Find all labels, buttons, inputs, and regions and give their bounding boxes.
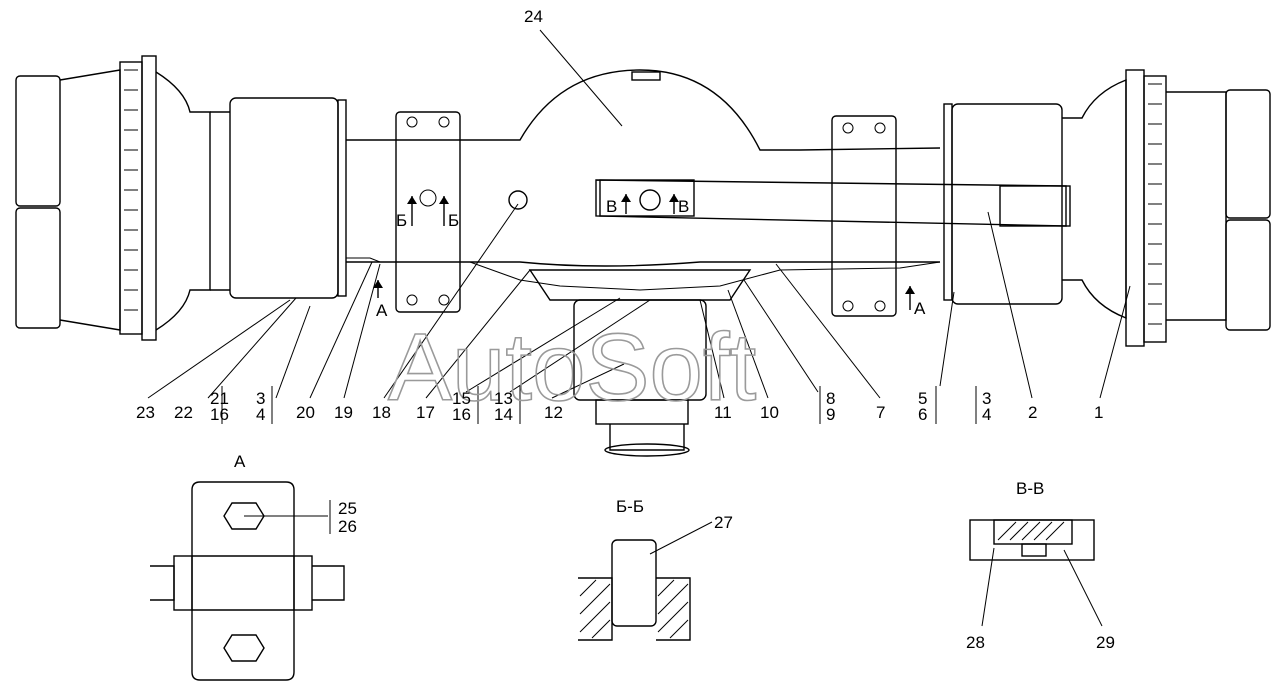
callout-14: 14 — [494, 405, 513, 424]
section-mark-v-left: В — [606, 197, 617, 216]
callout-16-right: 16 — [452, 405, 471, 424]
callout-13: 13 — [494, 389, 513, 408]
callout-3-left: 3 — [256, 389, 265, 408]
watermark: AutoSoft — [388, 314, 756, 421]
callout-5: 5 — [918, 389, 927, 408]
section-markers: Б Б А А В В — [373, 194, 926, 320]
callout-7: 7 — [876, 403, 885, 422]
view-a-detail: А 25 26 — [150, 452, 357, 681]
axle-housing — [346, 69, 1071, 457]
callout-11: 11 — [714, 403, 732, 422]
callout-25: 25 — [338, 499, 357, 518]
section-mark-b-left: Б — [396, 211, 407, 230]
callout-21: 21 — [210, 389, 229, 408]
section-bb-title: Б-Б — [616, 497, 644, 516]
leader-lines — [147, 29, 1131, 424]
callout-28: 28 — [966, 633, 985, 652]
callout-19: 19 — [334, 403, 353, 422]
callout-10: 10 — [760, 403, 779, 422]
section-mark-v-right: В — [678, 197, 689, 216]
callout-22: 22 — [174, 403, 193, 422]
callout-27: 27 — [714, 513, 733, 532]
callout-6: 6 — [918, 405, 927, 424]
callout-1: 1 — [1094, 403, 1103, 422]
right-wheel-hub — [943, 69, 1271, 347]
section-vv-detail: В-В 28 29 — [966, 479, 1115, 652]
callout-3-right: 3 — [982, 389, 991, 408]
callout-26: 26 — [338, 517, 357, 536]
callout-20: 20 — [296, 403, 315, 422]
callout-29: 29 — [1096, 633, 1115, 652]
callout-16-left: 16 — [210, 405, 229, 424]
callout-24: 24 — [524, 7, 543, 26]
callout-2: 2 — [1028, 403, 1037, 422]
section-mark-a-left: А — [376, 301, 388, 320]
callout-9: 9 — [826, 405, 835, 424]
left-wheel-hub — [15, 55, 347, 341]
callout-8: 8 — [826, 389, 835, 408]
section-bb-detail: Б-Б 27 — [578, 497, 733, 641]
section-vv-title: В-В — [1016, 479, 1044, 498]
callout-17: 17 — [416, 403, 435, 422]
section-mark-b-right: Б — [448, 211, 459, 230]
section-mark-a-right: А — [914, 299, 926, 318]
callout-18: 18 — [372, 403, 391, 422]
callout-labels: 24 23 22 21 16 3 4 20 19 18 17 15 16 13 … — [136, 7, 1103, 424]
callout-23: 23 — [136, 403, 155, 422]
callout-15: 15 — [452, 389, 471, 408]
view-a-title: А — [234, 452, 246, 471]
callout-12: 12 — [544, 403, 563, 422]
callout-4-left: 4 — [256, 405, 265, 424]
callout-4-right: 4 — [982, 405, 991, 424]
